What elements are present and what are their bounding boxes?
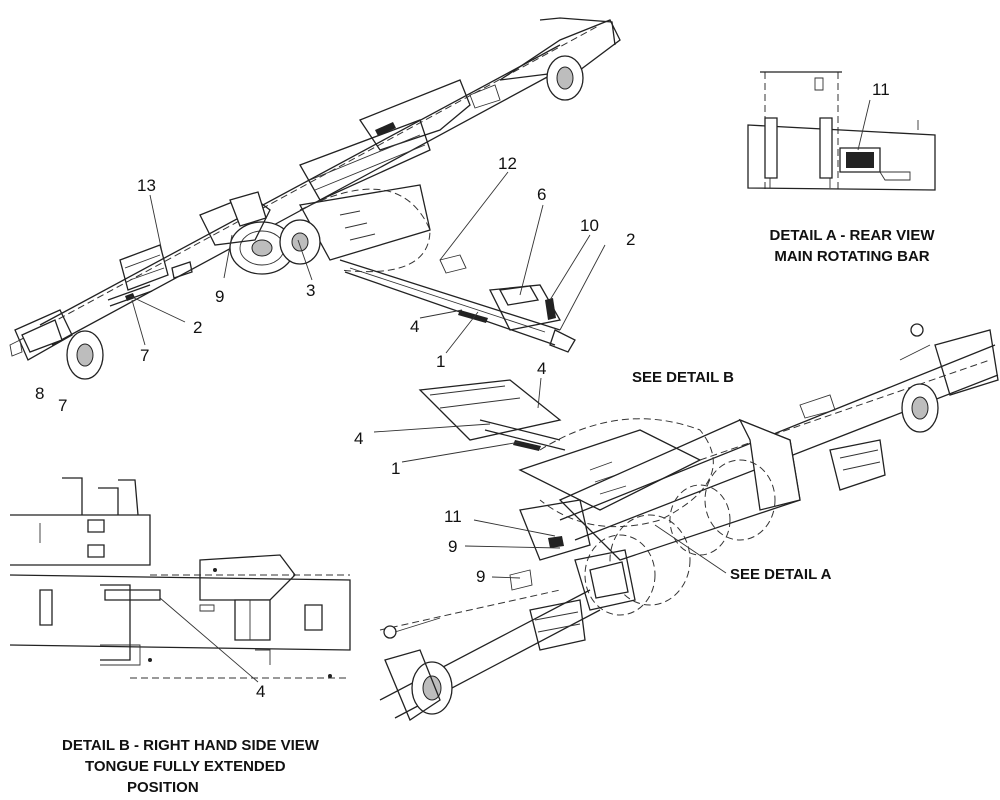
callout-7-b: 7: [58, 396, 68, 415]
callout-13: 13: [137, 176, 156, 195]
callout-8: 8: [35, 384, 45, 403]
callout-11-detail-a: 11: [872, 80, 890, 99]
detail-b-caption: DETAIL B - RIGHT HAND SIDE VIEW TONGUE F…: [40, 735, 360, 798]
callout-4-lower: 4: [354, 429, 364, 448]
see-detail-a-note: SEE DETAIL A: [730, 566, 832, 583]
callout-10: 10: [580, 216, 599, 235]
lower-leader-lines: [373, 377, 727, 579]
detail-a-caption-line-1: DETAIL A - REAR VIEW: [769, 227, 935, 244]
callout-4-lower-top: 4: [537, 359, 547, 378]
callout-1-lower: 1: [391, 459, 401, 478]
detail-b-caption-line-2: TONGUE FULLY EXTENDED: [85, 758, 286, 775]
upper-leader-lines: [129, 171, 606, 354]
detail-a-caption: DETAIL A - REAR VIEW MAIN ROTATING BAR: [752, 225, 952, 267]
callout-3: 3: [306, 281, 316, 300]
detail-a-caption-line-2: MAIN ROTATING BAR: [774, 248, 930, 265]
callout-12: 12: [498, 154, 517, 173]
lower-assembly: [379, 323, 999, 721]
see-detail-b-note: SEE DETAIL B: [632, 369, 734, 386]
callout-9-lower-a: 9: [448, 537, 458, 556]
detail-a-drawing: [747, 71, 936, 191]
callout-11-lower: 11: [444, 507, 462, 526]
callout-9: 9: [215, 287, 225, 306]
upper-assembly: [9, 17, 621, 380]
callout-4-detail-b: 4: [256, 682, 266, 701]
callout-7-a: 7: [140, 346, 150, 365]
callout-6: 6: [537, 185, 547, 204]
detail-b-caption-line-1: DETAIL B - RIGHT HAND SIDE VIEW: [62, 737, 319, 754]
callout-2-left: 2: [193, 318, 203, 337]
detail-b-drawing: [9, 477, 351, 683]
callout-9-lower-b: 9: [476, 567, 486, 586]
callout-2-right: 2: [626, 230, 636, 249]
detail-b-caption-line-3: POSITION: [127, 779, 199, 796]
callout-1-upper: 1: [436, 352, 446, 371]
callout-4-upper: 4: [410, 317, 420, 336]
